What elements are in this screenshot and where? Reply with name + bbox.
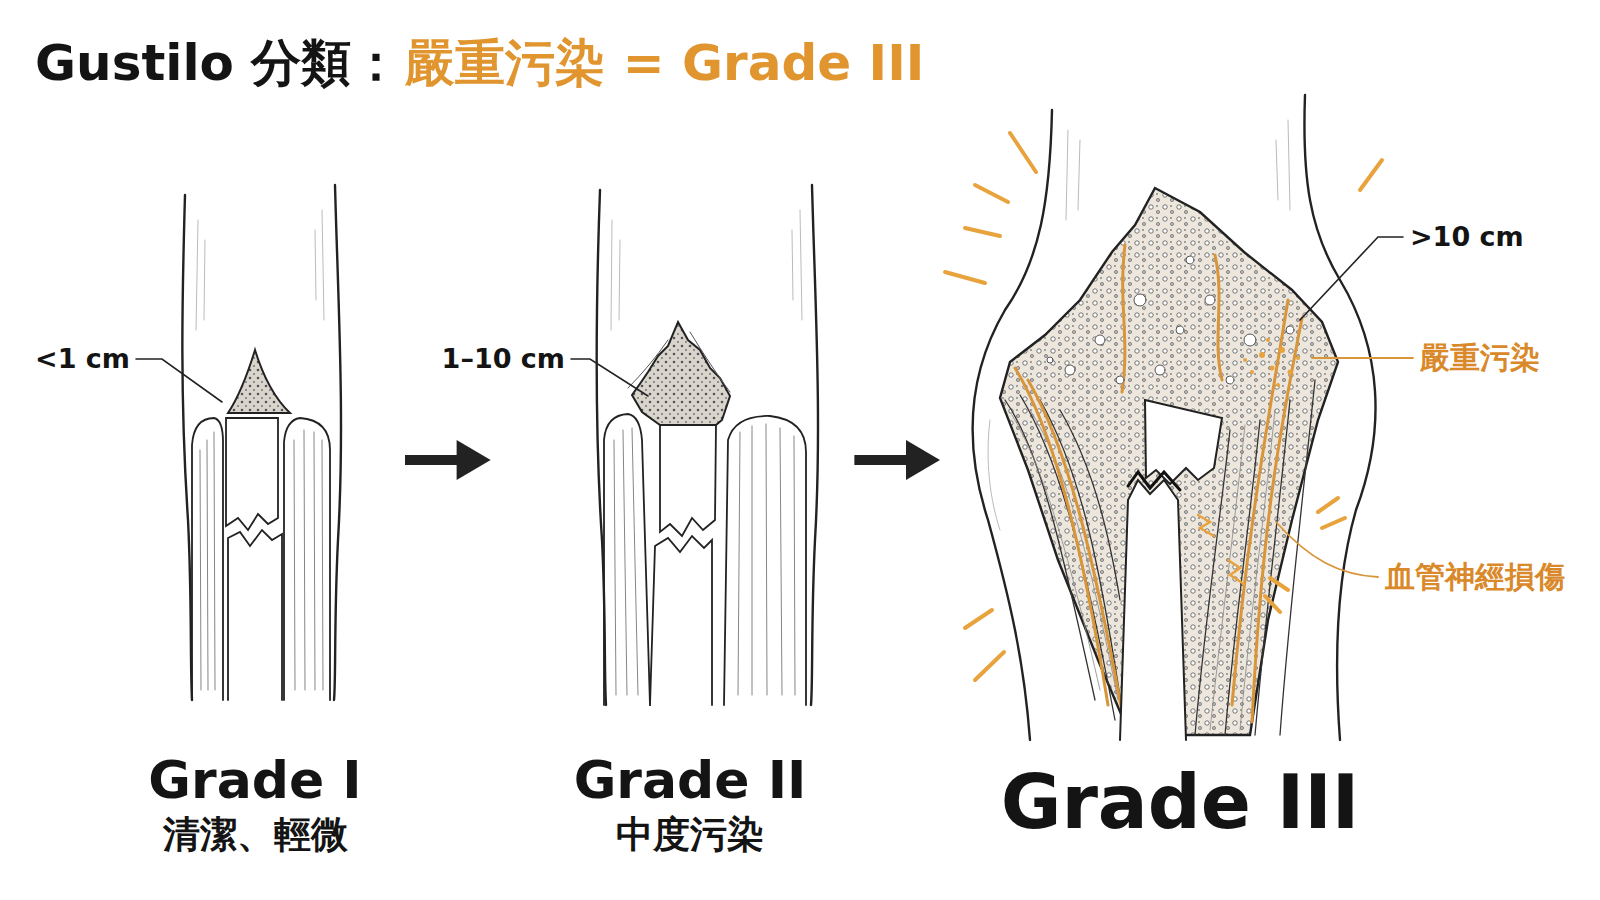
flow-arrow <box>854 440 940 480</box>
grade-panel: Grade III <box>970 170 1390 865</box>
arrow-head <box>906 440 940 480</box>
arrow-shaft <box>405 455 461 465</box>
annotation-label: <1 cm <box>35 343 130 374</box>
arrow-head <box>457 440 491 480</box>
grade-heading: Grade III <box>1001 762 1360 843</box>
grade-panel: Grade I清潔、輕微 <box>140 170 370 865</box>
grade-description: 中度污染 <box>616 814 764 857</box>
grade-heading: Grade I <box>148 751 361 811</box>
arrow-shaft <box>854 455 910 465</box>
annotation-label: >10 cm <box>1410 221 1524 252</box>
title: Gustilo 分類： <box>35 35 401 93</box>
grade-panel: Grade II中度污染 <box>566 170 815 865</box>
grade-heading: Grade II <box>574 751 807 811</box>
annotation-label: 1–10 cm <box>442 343 565 374</box>
title-highlight: 嚴重污染 = Grade III <box>405 35 924 93</box>
grade-description: 清潔、輕微 <box>163 814 348 857</box>
annotation-label: 血管神經損傷 <box>1385 560 1565 595</box>
flow-arrow <box>405 440 491 480</box>
annotation-label: 嚴重污染 <box>1420 341 1540 376</box>
